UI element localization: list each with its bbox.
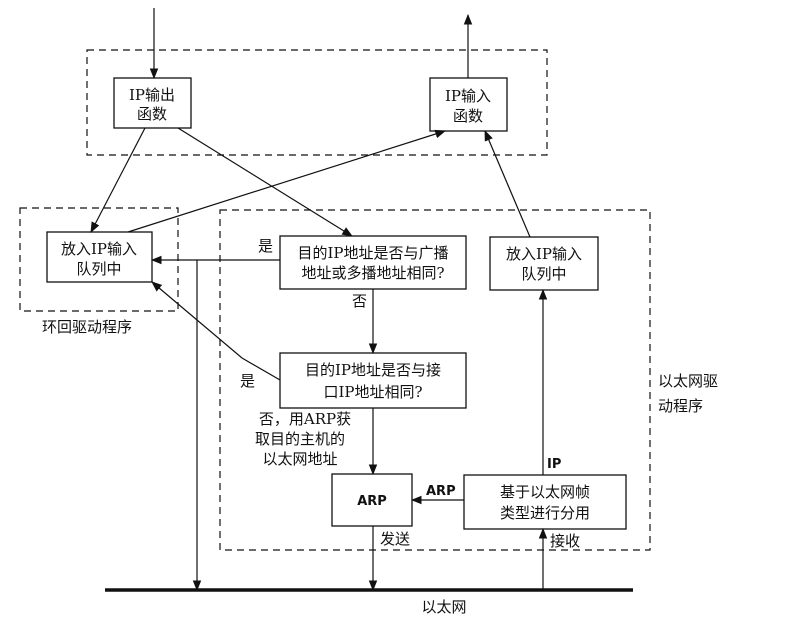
loopback-queue-box (46, 231, 153, 283)
arp-edge-label: ARP (426, 484, 456, 499)
broadcast-check-label-1: 目的IP地址是否与广播 (297, 244, 448, 262)
interface-check-label-1: 目的IP地址是否与接 (305, 361, 441, 379)
interface-check-label-2: 口IP地址相同? (323, 383, 422, 401)
yes-label-broadcast: 是 (258, 237, 273, 255)
send-label: 发送 (380, 530, 410, 548)
receive-label: 接收 (550, 532, 580, 550)
ip-output-label-1: IP输出 (129, 86, 175, 104)
arrow-output-to-loopback (90, 127, 146, 233)
ethernet-driver-label-1: 以太网驱 (658, 372, 718, 390)
ip-input-label-1: IP输入 (445, 87, 491, 105)
ip-output-box (113, 77, 192, 129)
ethernet-queue-label-2: 队列中 (521, 265, 566, 283)
no-label-interface-3: 以太网地址 (262, 450, 337, 468)
arp-box-label: ARP (357, 494, 387, 509)
loopback-driver-label: 环回驱动程序 (42, 318, 132, 336)
no-label-broadcast: 否 (352, 292, 367, 310)
loopback-queue-label-1: 放入IP输入 (61, 240, 137, 258)
ethernet-queue-box (489, 236, 599, 291)
ip-layer-region (86, 49, 548, 156)
ethernet-queue-label-1: 放入IP输入 (506, 245, 582, 263)
loopback-queue-label-2: 队列中 (76, 260, 121, 278)
interface-check-box (279, 352, 467, 409)
broadcast-check-box (279, 235, 467, 290)
ethernet-label: 以太网 (421, 598, 466, 616)
demux-label-1: 基于以太网帧 (500, 483, 590, 501)
arrow-output-to-broadcast-check (177, 127, 353, 237)
arrow-loopback-to-ip-input (127, 129, 447, 233)
ip-edge-label: IP (547, 457, 561, 472)
ip-input-label-2: 函数 (453, 107, 483, 125)
demux-label-2: 类型进行分用 (500, 504, 590, 522)
ethernet-driver-region (219, 209, 651, 551)
broadcast-check-label-2: 地址或多播地址相同? (301, 264, 444, 282)
no-label-interface-2: 取目的主机的 (255, 430, 345, 448)
ethernet-driver-label-2: 动程序 (658, 397, 703, 415)
yes-label-interface: 是 (240, 372, 255, 390)
ip-output-label-2: 函数 (137, 105, 167, 123)
arrow-ethernet-queue-to-ip-input (484, 130, 531, 238)
arrow-interface-yes-to-loopback (151, 281, 281, 381)
ip-input-box (429, 77, 508, 132)
no-label-interface-1: 否，用ARP获 (259, 410, 351, 428)
demux-box (463, 474, 627, 530)
